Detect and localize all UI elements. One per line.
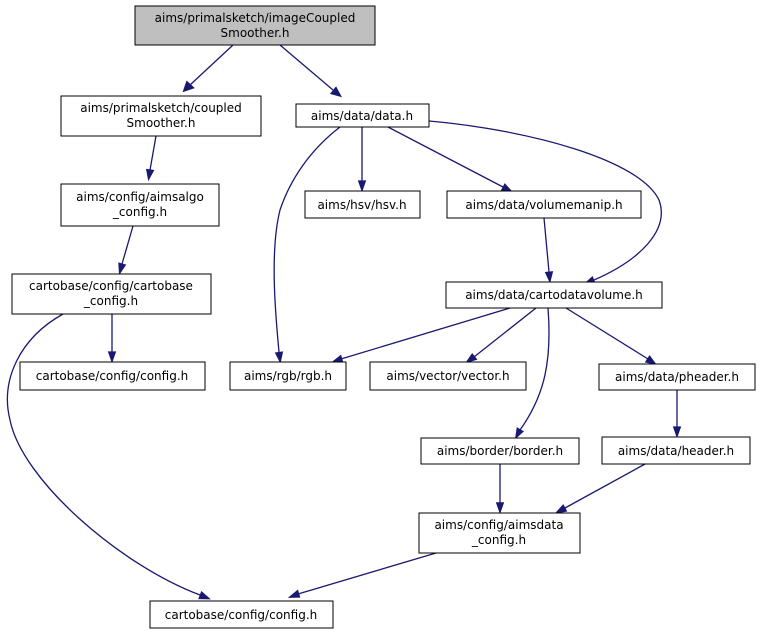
node-cartodatavolume[interactable]: aims/data/cartodatavolume.h [445, 281, 663, 309]
node-coupled-smoother[interactable]: aims/primalsketch/coupled Smoother.h [60, 95, 262, 137]
edge-cartobase-config-to-config-mid [107, 314, 117, 364]
node-label-line-2: Smoother.h [221, 26, 290, 40]
node-label: aims/data/volumemanip.h [465, 198, 622, 212]
node-label: aims/data/pheader.h [615, 370, 739, 384]
node-pheader[interactable]: aims/data/pheader.h [598, 363, 756, 391]
node-label-line-2: _config.h [112, 205, 167, 219]
node-label: aims/hsv/hsv.h [317, 198, 406, 212]
node-label-line-1: aims/primalsketch/imageCoupled [155, 11, 356, 25]
edges [6, 44, 682, 600]
edge-coupled-smoother-to-aimsalgo-config [145, 135, 157, 182]
edge-cartobase-config-to-config-bottom [6, 313, 211, 600]
edge-aimsdata-config-to-config-bottom [287, 552, 437, 598]
node-header[interactable]: aims/data/header.h [601, 436, 751, 465]
node-rgb[interactable]: aims/rgb/rgb.h [229, 361, 347, 391]
node-label: cartobase/config/config.h [165, 608, 317, 622]
node-cartobase-config[interactable]: cartobase/config/cartobase _config.h [11, 273, 212, 315]
node-label-line-2: _config.h [471, 533, 526, 547]
node-vector[interactable]: aims/vector/vector.h [369, 361, 527, 391]
node-label: aims/vector/vector.h [386, 369, 509, 383]
node-aimsalgo-config[interactable]: aims/config/aimsalgo _config.h [60, 183, 220, 227]
edge-data-to-rgb [273, 126, 341, 364]
node-label-line-1: cartobase/config/cartobase [29, 279, 193, 293]
node-label-line-2: _config.h [83, 294, 138, 308]
node-label: aims/rgb/rgb.h [244, 369, 332, 383]
edge-aimsalgo-config-to-cartobase-config [118, 225, 134, 276]
edge-header-to-aimsdata-config [554, 463, 646, 514]
node-hsv[interactable]: aims/hsv/hsv.h [304, 190, 421, 219]
edge-volumemanip-to-cartodatavolume [543, 217, 554, 284]
node-label-line-1: aims/config/aimsdata [434, 518, 563, 532]
node-label: aims/data/cartodatavolume.h [465, 288, 643, 302]
edge-pheader-to-header [672, 390, 682, 439]
node-label: aims/border/border.h [437, 444, 563, 458]
edge-border-to-aimsdata-config [495, 464, 505, 515]
edge-root-to-data [279, 44, 343, 98]
node-data[interactable]: aims/data/data.h [295, 103, 430, 128]
node-label: aims/data/data.h [311, 109, 413, 123]
node-label-line-1: aims/config/aimsalgo [76, 190, 204, 204]
node-config-mid[interactable]: cartobase/config/config.h [19, 361, 206, 391]
node-volumemanip[interactable]: aims/data/volumemanip.h [446, 190, 642, 219]
nodes: aims/primalsketch/imageCoupled Smoother.… [11, 5, 756, 629]
node-aimsdata-config[interactable]: aims/config/aimsdata _config.h [418, 512, 581, 554]
node-image-coupled-smoother-root[interactable]: aims/primalsketch/imageCoupled Smoother.… [134, 5, 376, 46]
edge-data-to-volumemanip [387, 126, 514, 193]
node-label-line-1: aims/primalsketch/coupled [80, 101, 242, 115]
edge-cartodatavolume-to-rgb [330, 307, 511, 363]
edge-root-to-coupled-smoother [182, 44, 234, 93]
node-label: cartobase/config/config.h [36, 369, 188, 383]
edge-cartodatavolume-to-vector [465, 307, 537, 364]
edge-cartodatavolume-to-border [514, 307, 550, 440]
edge-data-to-hsv [357, 127, 367, 193]
node-label: aims/data/header.h [618, 444, 734, 458]
edge-cartodatavolume-to-pheader [565, 307, 657, 366]
node-border[interactable]: aims/border/border.h [420, 437, 580, 465]
node-label-line-2: Smoother.h [127, 116, 196, 130]
node-config-bottom[interactable]: cartobase/config/config.h [149, 600, 334, 629]
